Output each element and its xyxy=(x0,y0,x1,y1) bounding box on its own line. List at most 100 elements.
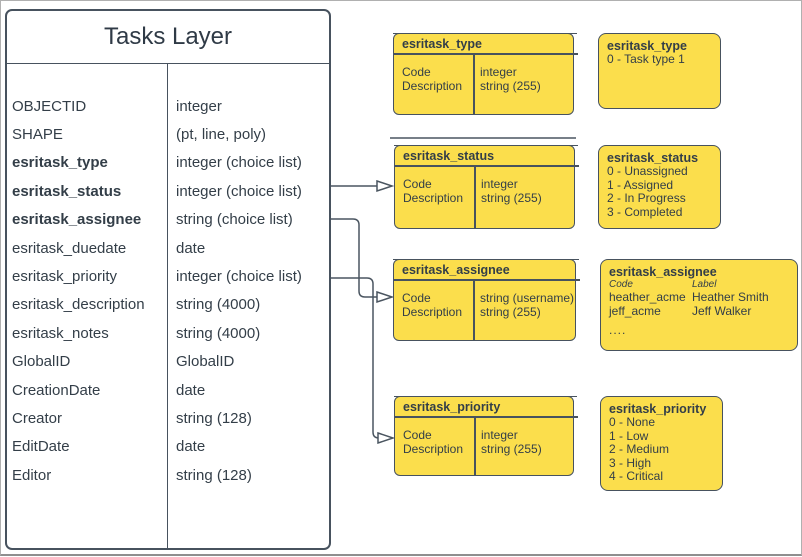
field-type: date xyxy=(176,381,206,399)
code-column-header: Code xyxy=(609,279,633,290)
value-item: 2 - Medium xyxy=(609,442,670,456)
arrowhead-priority xyxy=(377,431,396,445)
field-type: date xyxy=(176,239,206,257)
field-row: EditDate date xyxy=(7,433,329,461)
value-item: 0 - None xyxy=(609,415,656,429)
value-label: Jeff Walker xyxy=(692,303,752,318)
field-name: EditDate xyxy=(12,438,70,456)
field-name: Code xyxy=(403,177,432,191)
field-names: Code Description xyxy=(403,428,464,456)
column-divider xyxy=(474,417,476,475)
domain-table-title: esritask_assignee xyxy=(402,263,510,277)
field-type: integer xyxy=(480,65,517,79)
table-top-line xyxy=(394,144,578,146)
field-type: string (choice list) xyxy=(176,211,293,229)
field-row: esritask_notes string (4000) xyxy=(7,319,329,347)
field-name: Description xyxy=(402,78,463,93)
value-item: 0 - Unassigned xyxy=(607,164,688,178)
field-name: esritask_type xyxy=(12,154,108,172)
header-separator xyxy=(393,53,578,55)
arrowhead-status xyxy=(376,179,395,193)
value-code: heather_acme xyxy=(609,290,686,304)
value-item: 4 - Critical xyxy=(609,469,664,483)
field-row: Creator string (128) xyxy=(7,404,329,432)
value-row: jeff_acme Jeff Walker xyxy=(609,303,793,319)
value-list-title: esritask_assignee xyxy=(609,265,717,279)
field-type: date xyxy=(176,438,206,456)
field-row: GlobalID GlobalID xyxy=(7,348,329,376)
field-name: Editor xyxy=(12,466,52,484)
column-divider xyxy=(474,166,476,228)
field-type: integer (choice list) xyxy=(176,268,302,286)
field-row: Editor string (128) xyxy=(7,461,329,489)
field-types: string (username) string (255) xyxy=(480,291,575,319)
field-name: esritask_notes xyxy=(12,324,109,342)
field-row: SHAPE(pt, line, poly) xyxy=(7,120,329,148)
table-top-line xyxy=(394,395,577,397)
domain-table-esritask-priority: esritask_priority Code Description integ… xyxy=(394,395,578,476)
field-name: Description xyxy=(402,304,463,319)
header-separator xyxy=(394,416,578,418)
table-top-line xyxy=(393,258,579,260)
field-row: esritask_duedate date xyxy=(7,234,329,262)
value-list-esritask-assignee: esritask_assignee Code Label heather_acm… xyxy=(600,259,798,351)
value-item: 1 - Low xyxy=(609,428,649,443)
field-type: integer (choice list) xyxy=(176,154,302,172)
field-names: Code Description xyxy=(403,177,463,205)
field-name: Creator xyxy=(12,409,63,427)
field-name: esritask_assignee xyxy=(12,211,142,229)
table-top-line xyxy=(393,32,577,34)
value-list-title: esritask_priority xyxy=(609,402,707,416)
field-name: esritask_status xyxy=(12,182,122,200)
connector-assignee xyxy=(331,218,377,298)
field-name: CreationDate xyxy=(12,381,101,399)
field-name: GlobalID xyxy=(12,353,71,371)
domain-table-esritask-type: esritask_type Code Description integer s… xyxy=(393,32,578,115)
field-name: Description xyxy=(403,441,464,456)
column-divider xyxy=(473,280,475,340)
field-type: string (128) xyxy=(176,409,252,427)
field-types: integer string (255) xyxy=(480,65,541,93)
field-type: string (4000) xyxy=(176,296,261,314)
field-types: integer string (255) xyxy=(481,428,542,456)
field-row: esritask_type integer (choice list) xyxy=(7,149,329,177)
field-type: integer xyxy=(481,177,518,191)
field-type: string (username) xyxy=(480,291,575,305)
field-type: GlobalID xyxy=(176,353,235,371)
value-list-column-headers: Code Label xyxy=(609,279,793,291)
field-type: string (4000) xyxy=(176,324,261,342)
value-code: jeff_acme xyxy=(609,303,661,318)
value-item: 3 - Completed xyxy=(607,204,683,219)
value-list-esritask-priority: esritask_priority 0 - None 1 - Low 2 - M… xyxy=(600,396,723,491)
column-divider xyxy=(167,63,168,548)
arrowhead-assignee xyxy=(376,290,395,304)
field-type: string (255) xyxy=(480,304,541,319)
header-separator xyxy=(394,165,579,167)
field-name: SHAPE xyxy=(12,126,63,144)
value-list-title: esritask_status xyxy=(607,151,699,165)
field-names: Code Description xyxy=(402,291,463,319)
domain-table-title: esritask_status xyxy=(403,149,495,163)
field-type: string (128) xyxy=(176,466,252,484)
field-type: string (255) xyxy=(480,78,541,93)
header-separator xyxy=(393,279,580,281)
field-name: Code xyxy=(402,291,431,305)
value-list-esritask-status: esritask_status 0 - Unassigned 1 - Assig… xyxy=(598,145,721,229)
more-values-ellipsis: .... xyxy=(609,323,627,337)
field-row: CreationDate date xyxy=(7,376,329,404)
field-name: esritask_duedate xyxy=(12,239,127,257)
value-item: 2 - In Progress xyxy=(607,191,686,205)
domain-table-title: esritask_type xyxy=(402,37,482,51)
field-type: integer xyxy=(176,97,222,115)
value-list-title: esritask_type xyxy=(607,39,687,53)
field-name: Code xyxy=(403,428,432,442)
value-item: 0 - Task type 1 xyxy=(607,52,685,66)
tasks-layer-title: Tasks Layer xyxy=(7,11,329,64)
field-type: string (255) xyxy=(481,441,542,456)
